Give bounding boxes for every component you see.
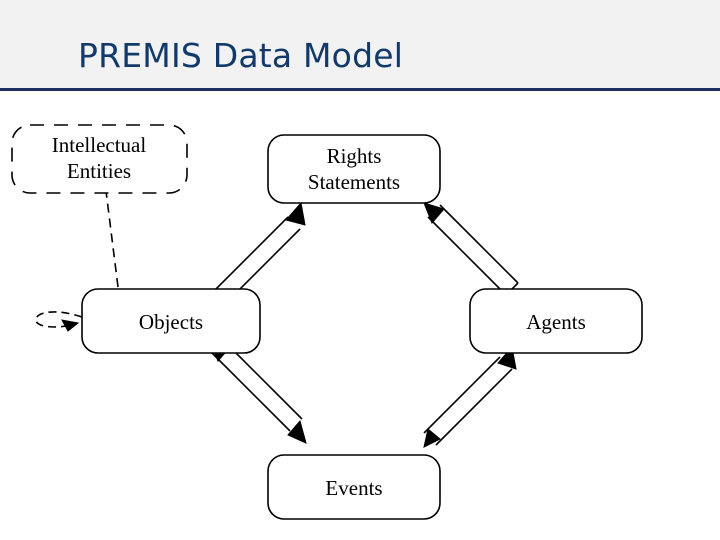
page-title: PREMIS Data Model: [78, 36, 404, 75]
node-label-objects: Objects: [139, 310, 203, 334]
connector-objects-self-loop: [35, 311, 83, 332]
node-label-intellectual-entities-line1: Intellectual: [52, 133, 147, 157]
node-events[interactable]: Events: [267, 454, 441, 520]
header-divider: [0, 88, 720, 91]
node-label-events: Events: [325, 476, 382, 500]
connector-rights-statements-to-agents: [423, 202, 519, 296]
node-label-rights-statements-line2: Statements: [308, 170, 400, 194]
node-objects[interactable]: Objects: [81, 288, 261, 354]
node-label-agents: Agents: [526, 310, 586, 334]
header-band: [0, 0, 720, 88]
node-label-intellectual-entities-line2: Entities: [67, 159, 131, 183]
node-intellectual-entities[interactable]: Intellectual Entities: [11, 124, 188, 194]
node-agents[interactable]: Agents: [469, 288, 643, 354]
node-label-rights-statements-line1: Rights: [327, 144, 382, 168]
premis-data-model-diagram: Intellectual Entities Rights Statements …: [0, 95, 720, 540]
node-rights-statements[interactable]: Rights Statements: [267, 134, 441, 204]
connector-events-to-agents: [423, 345, 517, 448]
connector-objects-to-events: [209, 340, 307, 444]
